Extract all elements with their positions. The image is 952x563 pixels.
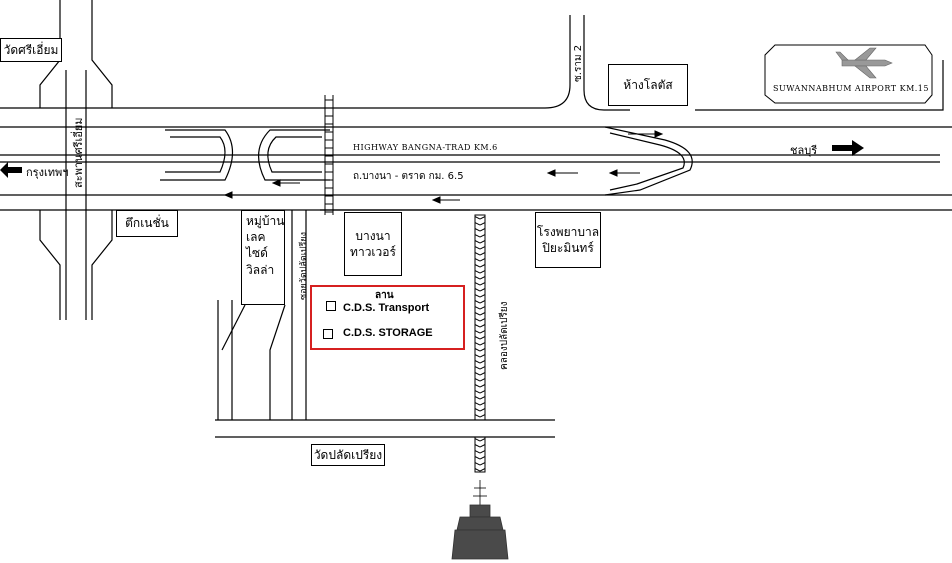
airplane-icon [835, 47, 893, 79]
canal [474, 214, 486, 473]
canal-label: คลองปลัดเปรียง [499, 301, 510, 370]
village-box: หมู่บ้าน เลคไซด์ วิลล่า [241, 210, 285, 305]
bangna-tower-text-2: ทาวเวอร์ [350, 245, 396, 259]
wat-plad-text: วัดปลัดเปรียง [313, 447, 383, 462]
storage-marker [323, 329, 333, 339]
village-text-2: เลคไซด์ [246, 230, 268, 261]
bangna-trad-label: ถ.บางนา - ตราด กม. 6.5 [353, 171, 464, 182]
lane-arrows [223, 130, 664, 204]
wat-plad-box: วัดปลัดเปรียง [311, 444, 385, 466]
ship-icon [451, 480, 509, 560]
wat-sri-iam-label: วัดศรีเอี่ยม [0, 38, 62, 62]
destination-title: ลาน [375, 290, 394, 301]
transport-label: C.D.S. Transport [343, 302, 430, 314]
tuk-nation-box: ตึกเนชั่น [116, 210, 178, 237]
arrow-right-icon [832, 140, 864, 156]
wat-sri-iam-text: วัดศรีเอี่ยม [3, 42, 59, 57]
soi-watplad-label: ซอยวัดปลัดเปรียง [299, 231, 309, 300]
storage-label: C.D.S. STORAGE [343, 327, 433, 339]
soi-ram2-label: ซ.ราม 2 [573, 44, 584, 82]
destination-highlight [310, 285, 465, 350]
tuk-nation-text: ตึกเนชั่น [125, 216, 169, 231]
hospital-text-1: โรงพยาบาล [536, 224, 600, 239]
chonburi-label: ชลบุรี [790, 144, 818, 157]
bangna-tower-box: บางนา ทาวเวอร์ [344, 212, 402, 276]
hospital-text-2: ปิยะมินทร์ [542, 241, 594, 255]
railway-tracks [324, 95, 334, 215]
hospital-box: โรงพยาบาล ปิยะมินทร์ [535, 212, 601, 268]
sri-iam-bridge-label: สะพานศรีเอี่ยม [72, 117, 85, 188]
highway-label: HIGHWAY BANGNA-TRAD KM.6 [353, 143, 498, 152]
airport-banner [764, 44, 933, 104]
transport-marker [326, 301, 336, 311]
airport-label: SUWANNABHUM AIRPORT KM.15 [773, 84, 929, 93]
lotus-text: ห้างโลตัส [623, 77, 673, 92]
bangna-tower-text-1: บางนา [355, 228, 391, 243]
arrow-left-icon [0, 162, 22, 178]
village-text-1: หมู่บ้าน [246, 214, 285, 228]
krung-thep-label: กรุงเทพฯ [26, 166, 69, 179]
lotus-box: ห้างโลตัส [608, 64, 688, 106]
village-text-3: วิลล่า [246, 262, 275, 277]
